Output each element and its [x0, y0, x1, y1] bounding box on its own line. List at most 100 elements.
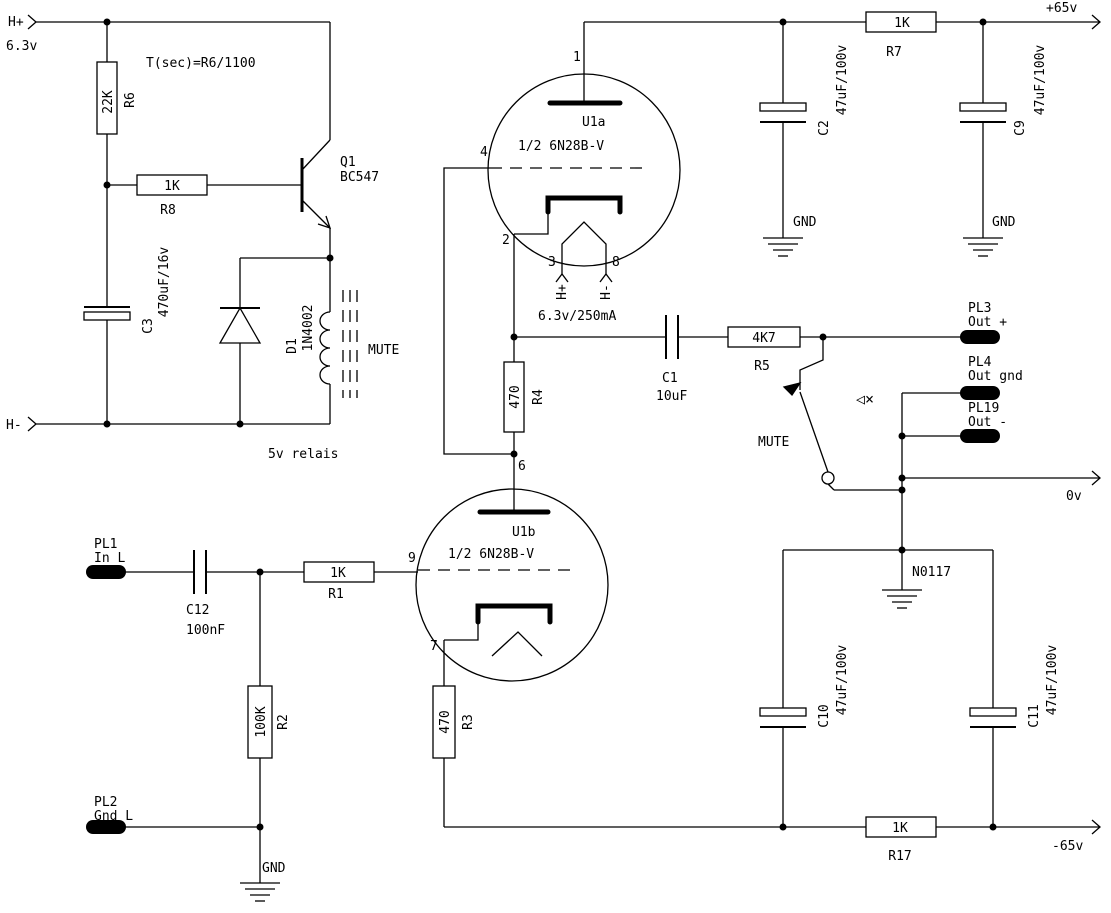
- r6-ref: R6: [123, 92, 138, 108]
- speaker-mute-symbol: ◁×: [856, 390, 874, 408]
- pl19-label: Out -: [968, 415, 1007, 430]
- pl1-ref: PL1: [94, 537, 117, 552]
- u1b-pin9: 9: [408, 551, 416, 566]
- r8-value: 1K: [164, 179, 180, 194]
- relay-label: 5v relais: [268, 447, 338, 462]
- c11-capacitor: [969, 707, 1017, 717]
- r1-ref: R1: [328, 587, 344, 602]
- c3-value: 470uF/16v: [157, 247, 172, 318]
- c11-ref: C11: [1027, 704, 1042, 727]
- h-plus-label: H+: [8, 15, 24, 30]
- r5-ref: R5: [754, 359, 770, 374]
- zero-v-label: 0v: [1066, 489, 1082, 504]
- heater-pin-plus: H+: [555, 284, 570, 300]
- d1-ref: D1: [285, 338, 300, 354]
- heater-label: 6.3v/250mA: [538, 309, 616, 324]
- u1a-pin8: 8: [612, 255, 620, 270]
- r17-ref: R17: [888, 849, 911, 864]
- c3-ref: C3: [141, 318, 156, 334]
- u1b-ref: U1b: [512, 525, 536, 540]
- c12-ref: C12: [186, 603, 209, 618]
- r2-value: 100K: [254, 706, 269, 737]
- minus-supply-section: 1K R17 -65v N0117 C10 47uF/100v C11 47uF…: [444, 546, 1101, 864]
- mute-switch: [782, 337, 902, 491]
- c2-ref: C2: [817, 120, 832, 136]
- r5-value: 4K7: [752, 331, 775, 346]
- heater-pin-minus: H-: [599, 284, 614, 300]
- tube-u1a: 1 U1a 1/2 6N28B-V 4 2 3 8 H+ H- 6.3v/250…: [480, 22, 681, 324]
- h-minus-label: H-: [6, 418, 22, 433]
- c2-value: 47uF/100v: [835, 45, 850, 116]
- c2-gnd-label: GND: [793, 215, 817, 230]
- r6-value: 22K: [101, 90, 116, 114]
- pl3-label: Out +: [968, 315, 1007, 330]
- tube-u1b: U1b 1/2 6N28B-V 9 7: [408, 488, 609, 682]
- pl19-plug[interactable]: [960, 429, 1000, 443]
- pl4-label: Out gnd: [968, 369, 1023, 384]
- u1a-ref: U1a: [582, 115, 605, 130]
- pl1-plug[interactable]: [86, 565, 126, 579]
- r2-ref: R2: [276, 714, 291, 730]
- pl2-ref: PL2: [94, 795, 117, 810]
- u1b-pin7: 7: [430, 639, 438, 654]
- relay-coil: [319, 258, 358, 424]
- input-section: PL1 In L C12 100nF 1K R1 100K R2 PL2 Gnd…: [86, 537, 418, 902]
- r7-ref: R7: [886, 45, 902, 60]
- r3-value: 470: [438, 710, 453, 733]
- c9-capacitor: [959, 102, 1007, 112]
- u1b-pin6: 6: [518, 459, 526, 474]
- timing-note: T(sec)=R6/1100: [146, 56, 256, 71]
- ground-node-label: N0117: [912, 565, 951, 580]
- r17-value: 1K: [892, 821, 908, 836]
- c10-capacitor: [759, 707, 807, 717]
- c12-value: 100nF: [186, 623, 225, 638]
- u1a-pin1: 1: [573, 50, 581, 65]
- q1-transistor: [300, 22, 332, 255]
- r2-resistor: [247, 685, 273, 759]
- c10-ref: C10: [817, 704, 832, 727]
- input-ground-symbol: [240, 882, 280, 902]
- u1a-pin4: 4: [480, 145, 488, 160]
- r1-value: 1K: [330, 566, 346, 581]
- r8-ref: R8: [160, 203, 176, 218]
- input-gnd-label: GND: [262, 861, 286, 876]
- q1-value: BC547: [340, 170, 379, 185]
- plus-65-label: +65v: [1046, 1, 1077, 16]
- node-ground-symbol: [882, 589, 922, 609]
- mute-switch-label: MUTE: [758, 435, 789, 450]
- pl4-ref: PL4: [968, 355, 992, 370]
- c2-capacitor: [759, 102, 807, 112]
- q1-ref: Q1: [340, 155, 356, 170]
- minus-65-label: -65v: [1052, 839, 1083, 854]
- c1-value: 10uF: [656, 389, 687, 404]
- relay-mute-label: MUTE: [368, 343, 399, 358]
- pl3-ref: PL3: [968, 301, 991, 316]
- pl3-plug[interactable]: [960, 330, 1000, 344]
- pl4-plug[interactable]: [960, 386, 1000, 400]
- u1a-pin3: 3: [548, 255, 556, 270]
- r4-ref: R4: [531, 389, 546, 405]
- h-plus-voltage: 6.3v: [6, 39, 37, 54]
- pl2-label: Gnd L: [94, 809, 133, 824]
- d1-diode: [218, 306, 262, 344]
- u1a-value: 1/2 6N28B-V: [518, 139, 604, 154]
- c9-gnd-label: GND: [992, 215, 1016, 230]
- u1a-pin2: 2: [502, 233, 510, 248]
- c9-ref: C9: [1013, 120, 1028, 136]
- r7-value: 1K: [894, 16, 910, 31]
- pl19-ref: PL19: [968, 401, 999, 416]
- d1-value: 1N4002: [301, 305, 316, 352]
- c3-capacitor: [83, 311, 131, 321]
- pl2-plug[interactable]: [86, 820, 126, 834]
- c11-value: 47uF/100v: [1045, 645, 1060, 716]
- c1-ref: C1: [662, 371, 678, 386]
- c2-ground-symbol: [763, 237, 803, 257]
- r4-value: 470: [508, 385, 523, 408]
- c9-value: 47uF/100v: [1033, 45, 1048, 116]
- r3-ref: R3: [461, 714, 476, 730]
- plus-supply-section: 1K R7 +65v C2 47uF/100v GND C9 47uF/100v…: [584, 1, 1101, 257]
- relay-timer-section: H+ 6.3v 22K R6 1K R8 Q1 BC547 T(sec)=R6/…: [6, 14, 399, 462]
- output-connectors: PL3 Out + PL4 Out gnd PL19 Out -: [960, 301, 1023, 443]
- u1b-value: 1/2 6N28B-V: [448, 547, 534, 562]
